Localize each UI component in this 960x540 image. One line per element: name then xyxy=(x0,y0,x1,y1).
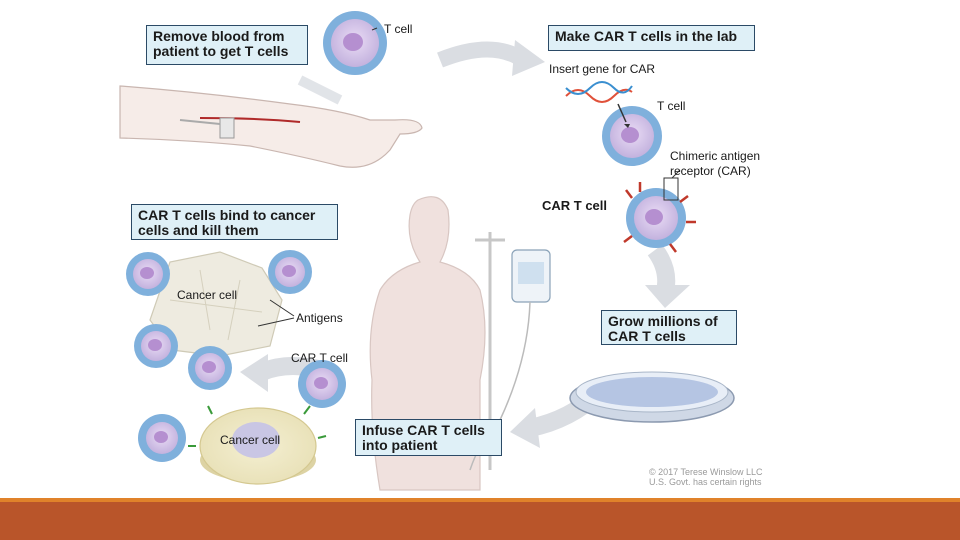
label-cancer-cell-top: Cancer cell xyxy=(177,288,238,302)
label-car-t-cell-left: CAR T cell xyxy=(291,351,348,365)
label-cancer-cell-bottom: Cancer cell xyxy=(220,433,281,447)
label-t-cell-right: T cell xyxy=(657,99,686,113)
label-car-receptor-1: Chimeric antigen xyxy=(670,149,761,163)
car-t-cell-icon-3 xyxy=(134,324,178,368)
patient-arm xyxy=(119,85,423,168)
cycle-arrow-leftup xyxy=(297,75,343,105)
leader-lines xyxy=(257,27,378,327)
dna-icon xyxy=(565,81,633,103)
car-t-cell-icon-right xyxy=(623,169,696,253)
car-t-cell-icon-5 xyxy=(298,360,346,408)
copyright-credit: © 2017 Terese Winslow LLC U.S. Govt. has… xyxy=(649,467,763,487)
label-car-receptor-2: receptor (CAR) xyxy=(670,164,751,178)
step-make-car-t: Make CAR T cells in the lab xyxy=(548,25,755,51)
step-remove-blood: Remove blood from patient to get T cells xyxy=(146,25,308,65)
car-t-cell-icon-1 xyxy=(126,252,170,296)
t-cell-icon-top xyxy=(323,11,387,75)
step-grow-millions: Grow millions of CAR T cells xyxy=(601,310,737,345)
footer-band xyxy=(0,502,960,540)
step-infuse: Infuse CAR T cells into patient xyxy=(355,419,502,456)
label-antigens: Antigens xyxy=(296,311,343,325)
credit-line-1: © 2017 Terese Winslow LLC xyxy=(649,467,763,477)
label-t-cell-top: T cell xyxy=(384,22,413,36)
credit-line-2: U.S. Govt. has certain rights xyxy=(649,477,762,487)
petri-dish-icon xyxy=(569,371,735,423)
footer-accent-line xyxy=(0,498,960,502)
cycle-arrow-top xyxy=(437,40,545,76)
iv-pole xyxy=(469,232,551,471)
t-cell-icon-right xyxy=(602,103,662,166)
illustration xyxy=(119,11,735,491)
step-bind-kill: CAR T cells bind to cancer cells and kil… xyxy=(131,204,338,240)
car-t-cell-icon-2 xyxy=(268,250,312,294)
label-car-t-cell-right: CAR T cell xyxy=(542,198,608,213)
label-insert-gene: Insert gene for CAR xyxy=(549,62,656,76)
cycle-arrow-right xyxy=(645,244,690,308)
cancer-cell-icon xyxy=(188,405,327,485)
car-t-cell-icon-4 xyxy=(188,346,232,390)
cancer-cell-dying-icon xyxy=(149,251,283,357)
car-t-cell-icon-6 xyxy=(138,414,186,462)
